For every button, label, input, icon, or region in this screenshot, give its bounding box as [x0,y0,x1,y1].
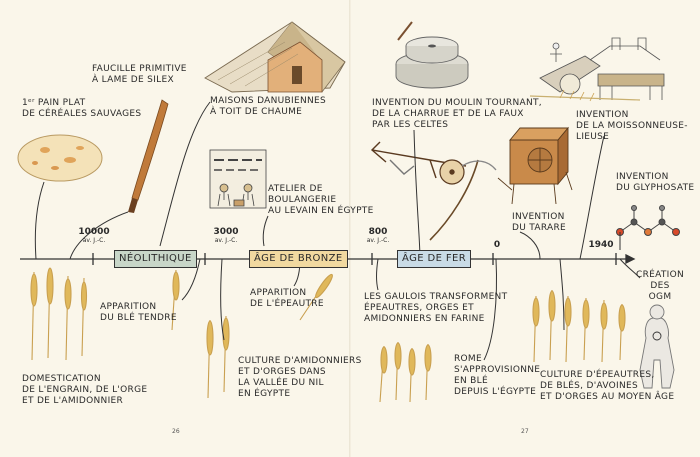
date-0-year: 0 [493,240,501,250]
era-neolithique: Néolithique [114,250,197,268]
date-1940: 1940 [586,241,616,250]
bakery-icon [209,149,267,209]
label-culture-moyen-age: Culture d'épeautres, de blés, d'avoines … [540,370,675,402]
label-ogm: Création des OGM [636,270,685,302]
plough-icon [370,141,467,185]
wheat-icon [30,267,626,403]
date-10000: 10000 av. J.-C. [72,228,116,245]
date-3000-sub: av. J.-C. [214,237,238,244]
flatbread-icon [17,134,103,182]
label-pain-plat: 1ᵉʳ pain plat de céréales sauvages [22,98,142,119]
date-10000-year: 10000 [78,227,110,237]
label-glyphosate: Invention du glyphosate [616,172,695,193]
label-ble-tendre: Apparition du blé tendre [100,302,177,323]
reaper-binder-icon [529,37,665,102]
connector-lines [34,101,641,361]
book-spine [349,0,351,457]
label-rome: Rome s'approvisionne en blé depuis l'Égy… [454,354,541,397]
label-domestication: Domestication de l'engrain, de l'orge et… [22,374,148,406]
era-bronze: Âge de bronze [249,250,348,268]
label-epeautre: Apparition de l'épeautre [250,288,324,309]
winnowing-machine-icon [497,126,573,205]
date-3000: 3000 av. J.-C. [204,228,248,245]
date-800-sub: av. J.-C. [366,237,390,244]
hazmat-person-icon [639,304,675,389]
date-10000-sub: av. J.-C. [82,237,106,244]
date-800: 800 av. J.-C. [356,228,400,245]
label-moissonneuse: Invention de la moissonneuse-lieuse [576,110,688,142]
label-atelier: Atelier de boulangerie au levain en Égyp… [268,184,374,216]
label-faucille: Faucille primitive à lame de silex [92,64,187,85]
millstone-icon [395,21,469,89]
sickle-icon [128,99,169,213]
label-tarare: Invention du tarare [512,212,567,233]
label-gaulois: Les Gaulois transforment épeautres, orge… [364,292,508,324]
date-3000-year: 3000 [213,227,239,237]
era-fer: Âge de fer [397,250,472,268]
label-culture-egypte: Culture d'amidonniers et d'orges dans la… [238,356,362,399]
molecule-icon [616,205,680,236]
date-800-year: 800 [368,227,388,237]
page-number-left: 26 [172,428,180,435]
label-moulin: Invention du moulin tournant, de la char… [372,98,542,130]
label-maisons: Maisons danubiennes à toit de chaume [210,96,327,117]
date-0: 0 [486,241,508,250]
longhouse-icon [204,21,346,93]
scythe-icon [429,159,497,241]
page-number-right: 27 [521,428,529,435]
date-1940-year: 1940 [588,240,614,250]
